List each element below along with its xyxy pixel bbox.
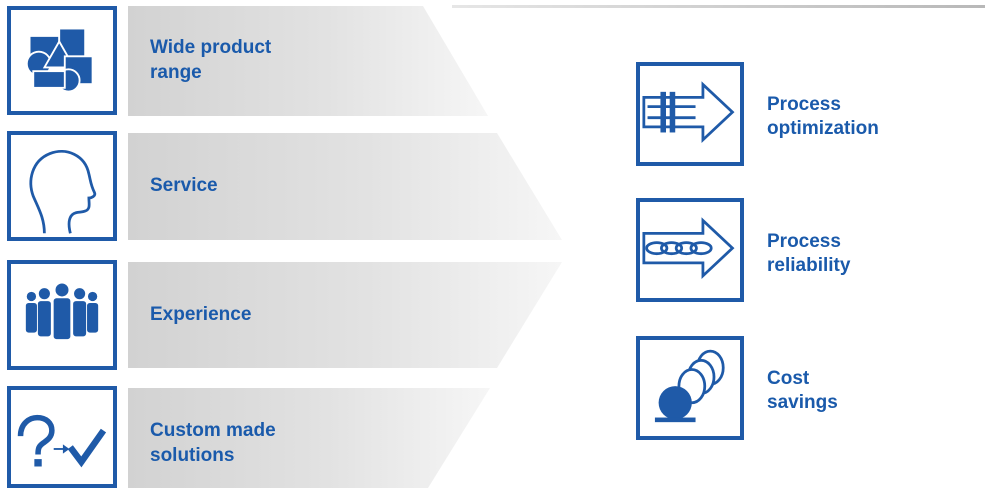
team-people-icon (7, 260, 117, 370)
band-custom-made (128, 388, 490, 488)
label-line: Service (150, 175, 218, 196)
label-line: Cost (767, 368, 810, 389)
label-custom-made-solutions: Custom made solutions (150, 418, 390, 468)
label-line: reliability (767, 255, 851, 276)
person-head-icon (7, 131, 117, 241)
band-service (128, 133, 562, 240)
chain-arrow-icon (636, 198, 744, 302)
label-line: savings (767, 392, 838, 413)
label-line: Wide product (150, 37, 272, 58)
label-line: Custom made (150, 420, 276, 441)
label-line: optimization (767, 118, 879, 139)
label-line: Process (767, 231, 841, 252)
band-experience (128, 262, 562, 368)
label-cost-savings: Cost savings (767, 367, 977, 415)
product-range-shapes-icon (7, 6, 117, 115)
label-line: range (150, 62, 202, 83)
process-arrow-icon (636, 62, 744, 166)
label-line: solutions (150, 445, 235, 466)
label-experience: Experience (150, 302, 390, 327)
label-process-optimization: Process optimization (767, 93, 977, 141)
question-to-check-icon (7, 386, 117, 488)
top-divider-line (452, 5, 985, 8)
band-wide-product-range (128, 6, 488, 116)
label-wide-product-range: Wide product range (150, 35, 390, 85)
label-process-reliability: Process reliability (767, 230, 977, 278)
label-line: Process (767, 94, 841, 115)
coins-icon (636, 336, 744, 440)
label-line: Experience (150, 304, 252, 325)
label-service: Service (150, 173, 390, 198)
